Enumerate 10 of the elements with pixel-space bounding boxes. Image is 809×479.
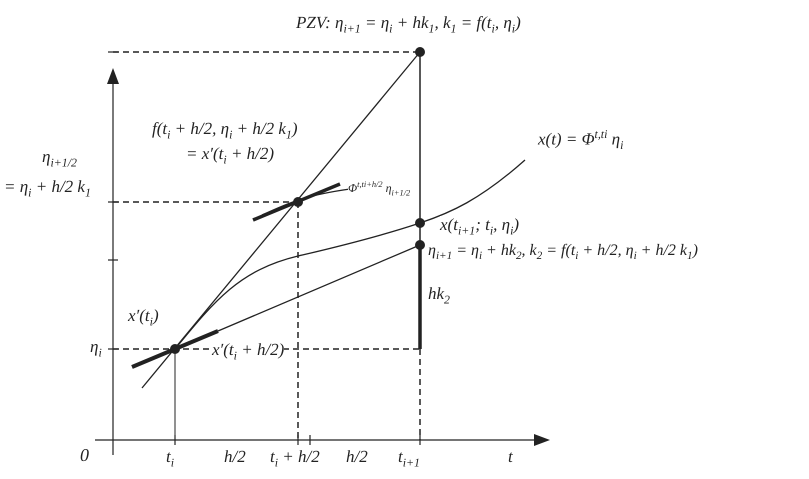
value-label: = η$_{i}$ + h/2 k$_{1}$ — [4, 178, 91, 200]
slope-formula: = x′(t$_{i}$ + h/2) — [186, 145, 274, 166]
axis-tick-label: t$_{i}$ + h/2 — [270, 448, 320, 470]
method-formula: PZV: η$_{i+1}$ = η$_{i}$ + hk$_{1}$, k$_{1}$ = f(t$_{i}$, η$_{i}$) — [296, 14, 521, 36]
increment-label: hk$_{2}$ — [428, 285, 450, 306]
slope-label: x′(t$_{i}$ + h/2) — [212, 341, 284, 362]
curve-label: Φ$^{t,ti+h/2}$ η$_{i+1/2}$ — [348, 180, 410, 198]
slope-formula: f(t$_{i}$ + h/2, η$_{i}$ + h/2 k$_{1}$) — [152, 120, 298, 142]
slope-label: x′(t$_{i}$) — [128, 307, 159, 328]
point-label: x(t$_{i+1}$; t$_{i}$, η$_{i}$) — [440, 216, 520, 238]
